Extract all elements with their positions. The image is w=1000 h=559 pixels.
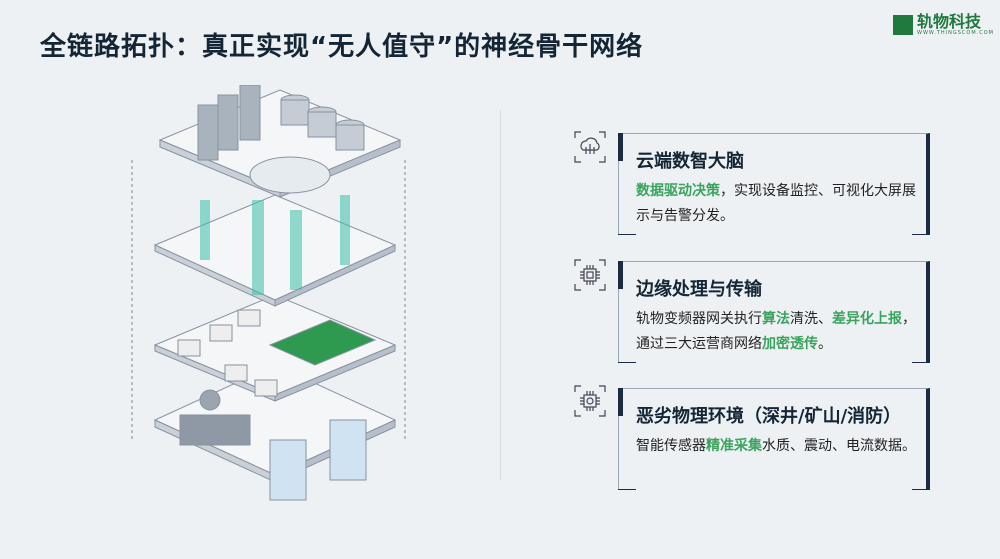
page-title: 全链路拓扑：真正实现“无人值守”的神经骨干网络	[40, 32, 644, 62]
cloud-network-icon	[573, 130, 607, 164]
body-text: ，实现设备监控、可视化大屏展示与告警分发。	[636, 183, 916, 224]
divider	[500, 110, 501, 480]
card-body: 智能传感器精准采集水质、震动、电流数据。	[636, 434, 920, 459]
body-text: 水质、震动、电流数据。	[762, 438, 916, 454]
card-edge: 边缘处理与传输轨物变频器网关执行算法清洗、差异化上报，通过三大运营商网络加密透传…	[617, 260, 931, 364]
card-title: 云端数智大脑	[636, 151, 744, 172]
card-body: 轨物变频器网关执行算法清洗、差异化上报，通过三大运营商网络加密透传。	[636, 307, 920, 357]
card-title: 边缘处理与传输	[636, 279, 762, 300]
body-text: 轨物变频器网关执行	[636, 311, 762, 327]
brand-logo: 轨物科技 WWW.THINGSCOM.COM	[893, 14, 994, 36]
logo-name: 轨物科技	[917, 12, 982, 31]
highlight-text: 算法	[762, 311, 790, 327]
body-text: ，通过三大运营商网络	[636, 311, 916, 352]
logo-url: WWW.THINGSCOM.COM	[917, 30, 994, 36]
card-cloud: 云端数智大脑数据驱动决策，实现设备监控、可视化大屏展示与告警分发。	[617, 132, 931, 236]
layer-edge	[153, 294, 397, 402]
card-body: 数据驱动决策，实现设备监控、可视化大屏展示与告警分发。	[636, 179, 920, 229]
body-text: 。	[818, 336, 832, 352]
chip-icon	[573, 258, 607, 292]
layer-cloud	[158, 85, 402, 198]
highlight-text: 加密透传	[762, 336, 818, 352]
topology-illustration	[131, 85, 406, 501]
card-physical: 恶劣物理环境（深井/矿山/消防） 智能传感器精准采集水质、震动、电流数据。	[617, 387, 931, 491]
layer-network	[153, 194, 397, 307]
highlight-text: 数据驱动决策	[636, 183, 720, 199]
sensor-chip-icon	[573, 384, 607, 418]
logo-icon	[893, 15, 913, 35]
body-text: 智能传感器	[636, 438, 706, 454]
layer-physical	[153, 364, 397, 501]
highlight-text: 精准采集	[706, 438, 762, 454]
body-text: 清洗、	[790, 311, 832, 327]
highlight-text: 差异化上报	[832, 311, 902, 327]
card-title: 恶劣物理环境（深井/矿山/消防）	[636, 406, 902, 427]
